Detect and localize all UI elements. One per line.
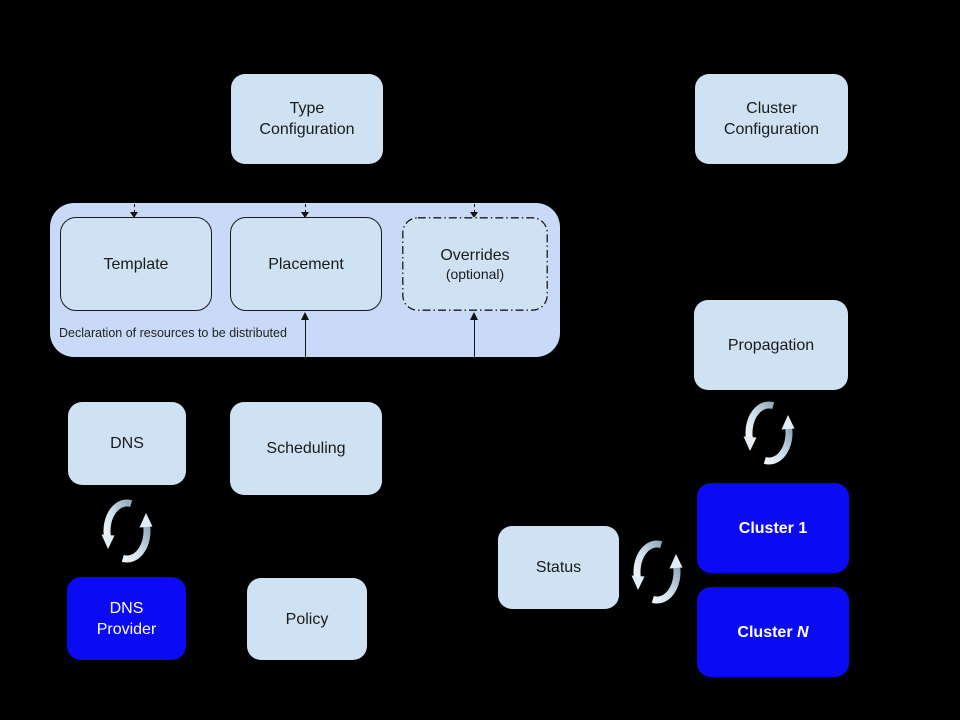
group-caption: Declaration of resources to be distribut… (59, 326, 287, 340)
node-placement: Placement (230, 217, 382, 311)
node-template: Template (60, 217, 212, 311)
node-type-configuration: Type Configuration (231, 74, 383, 164)
node-dns: DNS (68, 402, 186, 485)
node-policy: Policy (247, 578, 367, 660)
sync-arrows-icon (743, 401, 795, 465)
node-propagation: Propagation (694, 300, 848, 390)
node-label: DNS Provider (96, 599, 157, 638)
node-label: Placement (268, 255, 344, 273)
node-label: Template (103, 255, 169, 273)
node-status: Status (498, 526, 619, 609)
sync-arrows-icon (631, 540, 683, 604)
node-label: Overrides (440, 247, 510, 264)
cluster-n-variable: N (797, 623, 809, 641)
node-label: DNS (110, 435, 144, 452)
node-sublabel: (optional) (445, 266, 505, 282)
node-cluster-configuration: Cluster Configuration (695, 74, 848, 164)
node-label: Scheduling (266, 440, 346, 457)
cluster-n-prefix: Cluster (737, 623, 797, 641)
group-resource-declaration: Template Placement Overrides (optional) … (50, 203, 560, 357)
node-cluster-1: Cluster 1 (697, 483, 849, 573)
node-cluster-n: Cluster N (697, 587, 849, 677)
node-scheduling: Scheduling (230, 402, 382, 495)
sync-arrows-icon (101, 499, 153, 563)
node-overrides: Overrides (optional) (402, 217, 548, 311)
node-label: Policy (285, 610, 329, 628)
node-label: Cluster N (737, 622, 808, 643)
node-label: Propagation (727, 336, 815, 354)
node-label: Cluster Configuration (723, 100, 820, 138)
node-label: Cluster 1 (738, 519, 808, 537)
node-label: Status (535, 559, 582, 576)
node-dns-provider: DNS Provider (67, 577, 186, 660)
node-label: Type Configuration (259, 100, 355, 138)
